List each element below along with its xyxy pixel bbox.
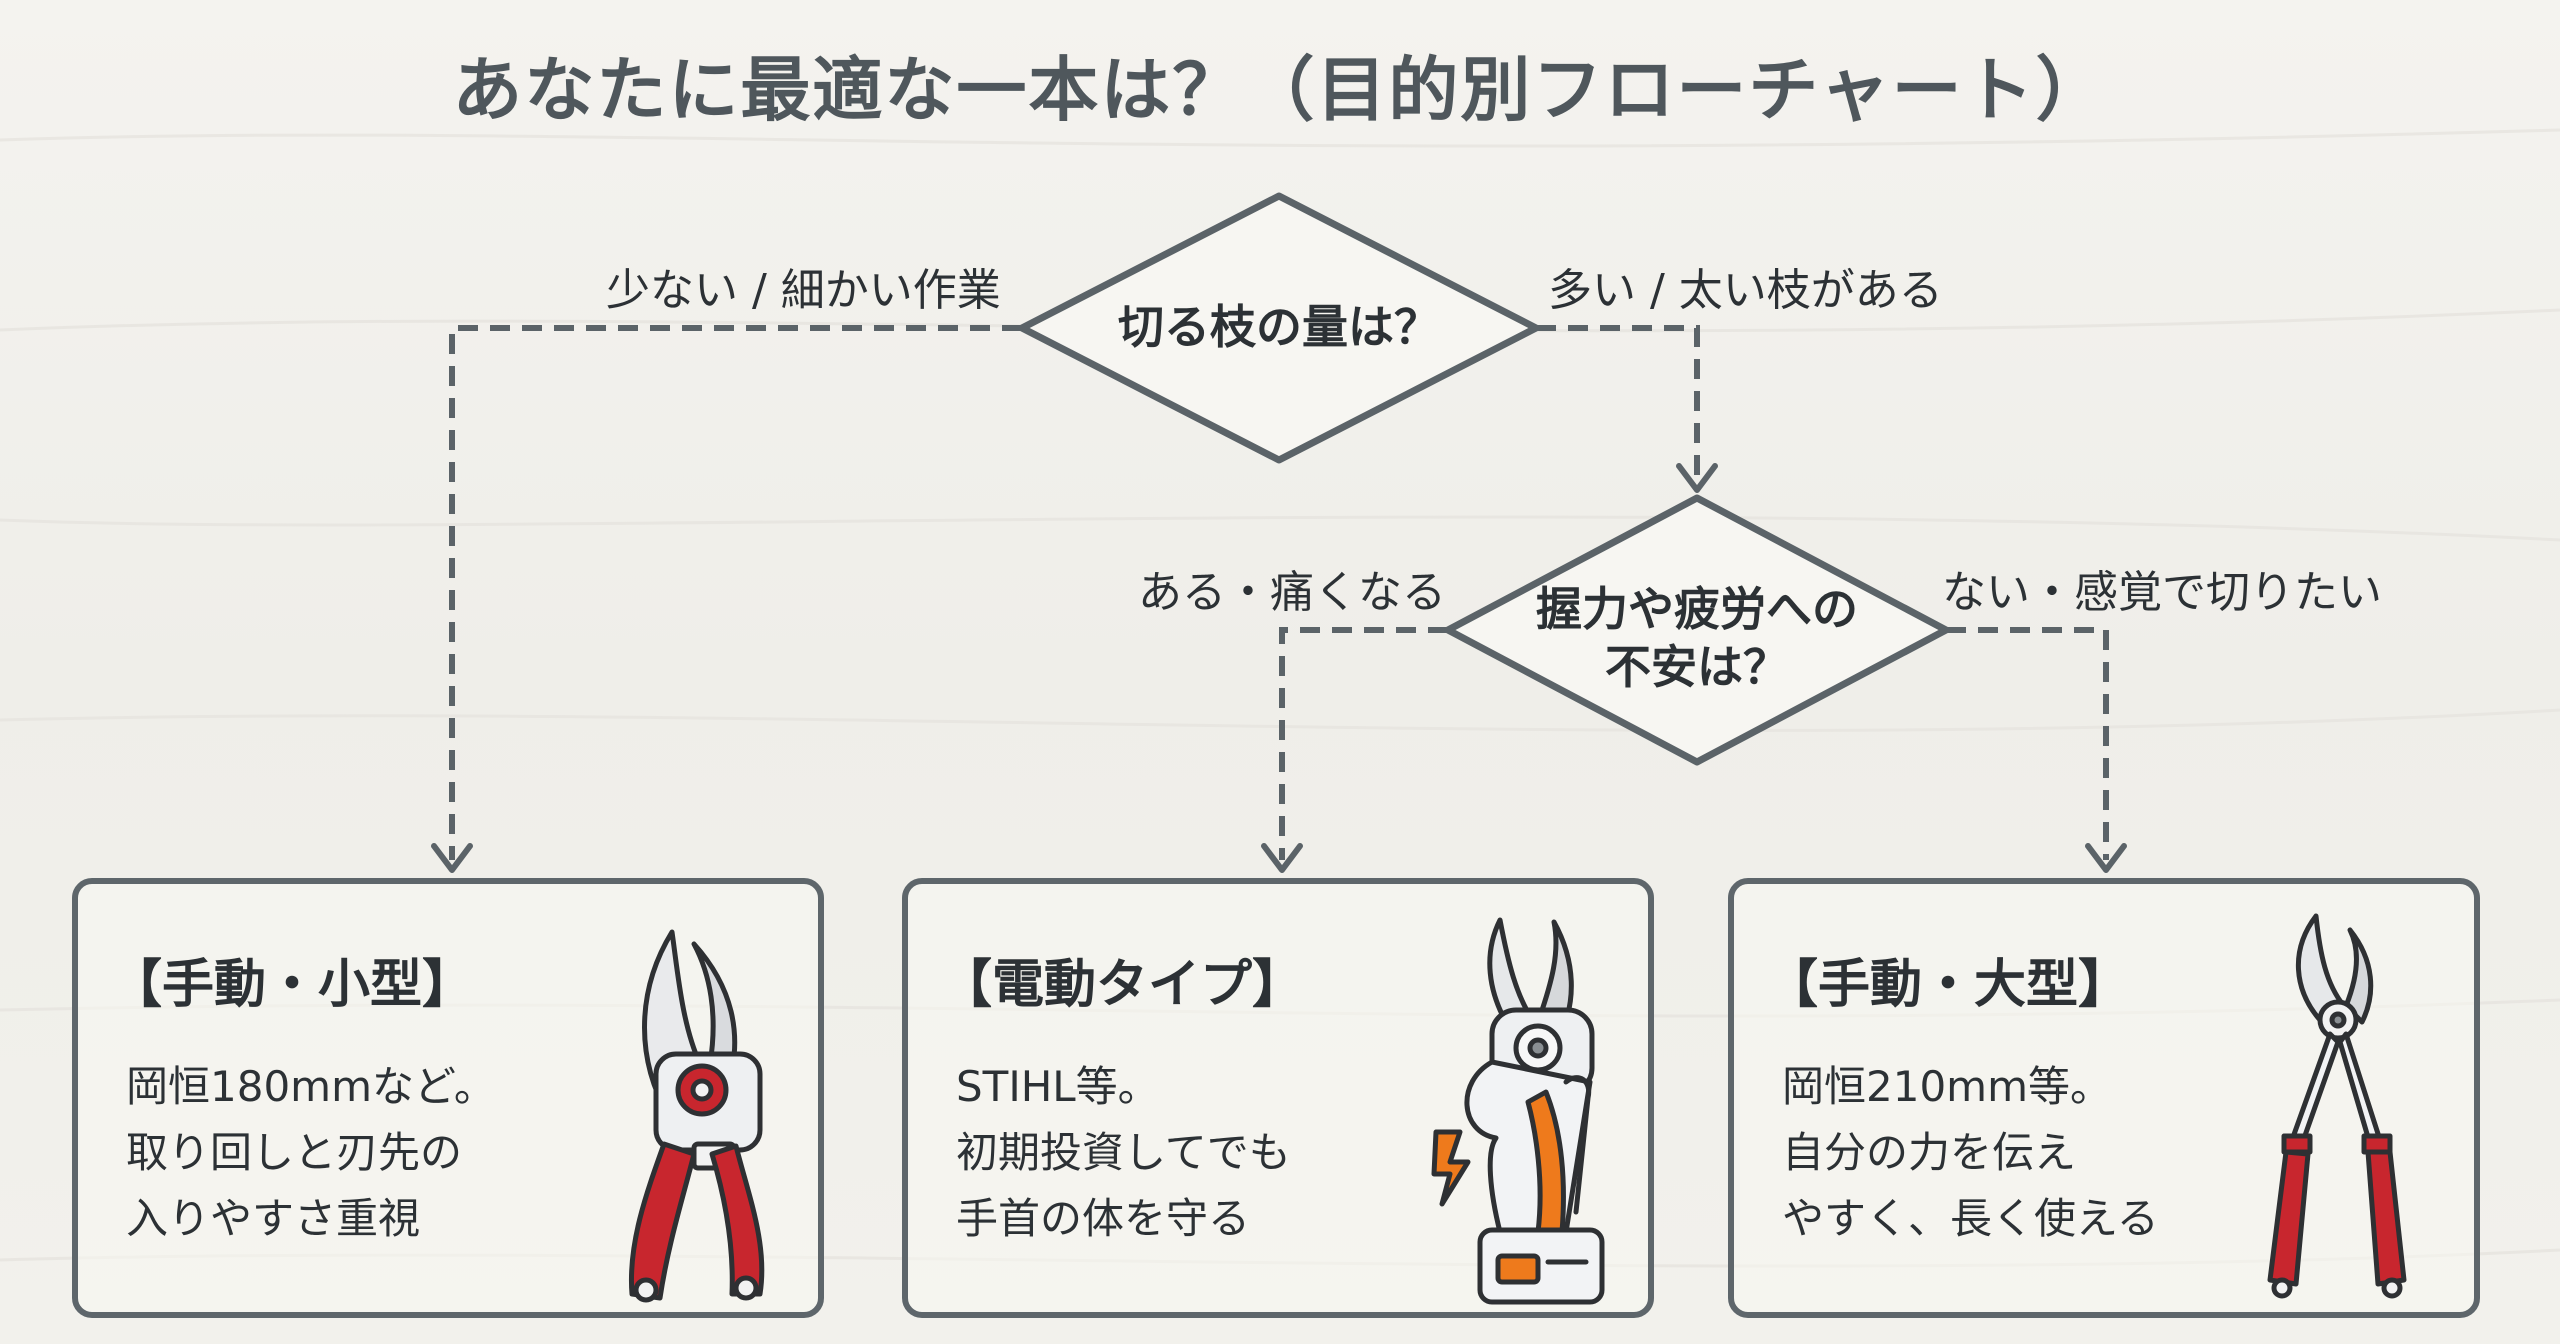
card-description: 岡恒210mm等。 自分の力を伝え やすく、長く使える [1782, 1062, 2159, 1243]
bypass-pruner-icon [628, 929, 765, 1303]
branch-label-q2-left: ある・痛くなる [1138, 567, 1446, 618]
arrowhead-electric [1261, 843, 1303, 873]
connector-q1-left [449, 325, 1022, 860]
arrowhead-large [2085, 843, 2127, 873]
decision-q1-text: 切る枝の量は？ [1118, 300, 1440, 354]
card-title: 【電動タイプ】 [940, 955, 1305, 1015]
branch-label-q2-right: ない・感覚で切りたい [1942, 567, 2382, 618]
card-description: STIHL等。 初期投資してでも 手首の体を守る [956, 1062, 1291, 1243]
connector-q1-right [1536, 325, 1700, 478]
decision-diamond-branch-amount [1018, 192, 1540, 464]
decision-diamond-grip-fatigue [1444, 494, 1950, 766]
electric-pruner-icon [1431, 917, 1605, 1305]
decision-q2-text: 握力や疲労への 不安は？ [1536, 582, 1858, 694]
page-title: あなたに最適な一本は？（目的別フローチャート） [452, 49, 2108, 131]
result-card-manual-small: 【手動・小型】 岡恒180mmなど。 取り回しと刃先の 入りやすさ重視 [72, 878, 824, 1318]
lopper-icon [2267, 913, 2407, 1299]
branch-label-q1-right: 多い / 太い枝がある [1548, 265, 1943, 316]
result-card-manual-large: 【手動・大型】 岡恒210mm等。 自分の力を伝え やすく、長く使える [1728, 878, 2480, 1318]
arrowhead-q2 [1676, 463, 1718, 493]
card-description: 岡恒180mmなど。 取り回しと刃先の 入りやすさ重視 [126, 1062, 496, 1243]
card-title: 【手動・大型】 [1766, 955, 2131, 1015]
arrowhead-small [431, 843, 473, 873]
card-title: 【手動・小型】 [110, 955, 475, 1015]
branch-label-q1-left: 少ない / 細かい作業 [606, 265, 1001, 316]
result-card-electric: 【電動タイプ】 STIHL等。 初期投資してでも 手首の体を守る [902, 878, 1654, 1318]
connector-q2-right [1946, 627, 2109, 860]
connector-q2-left [1279, 627, 1448, 860]
